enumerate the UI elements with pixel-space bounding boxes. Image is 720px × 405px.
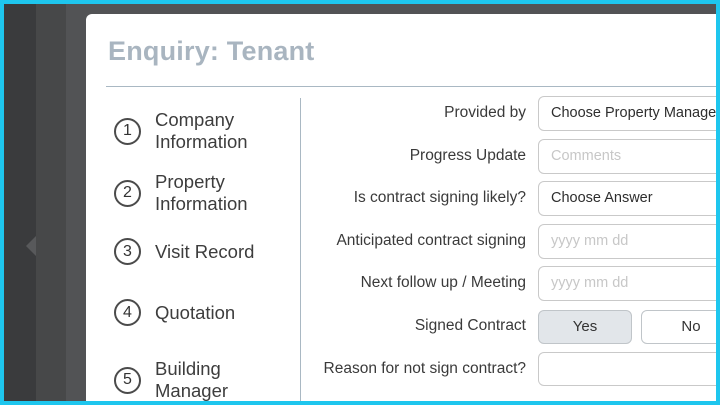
reason-not-signed-input[interactable] [538, 352, 716, 386]
signed-contract-no-button[interactable]: No [641, 310, 716, 344]
step-visit-record[interactable]: 3 Visit Record [114, 238, 275, 265]
background-column [4, 4, 36, 401]
contract-likely-select[interactable]: Choose Answer [538, 181, 716, 216]
signed-contract-label: Signed Contract [414, 317, 526, 334]
progress-update-label: Progress Update [409, 147, 526, 164]
step-quotation[interactable]: 4 Quotation [114, 299, 275, 326]
step-number-5-icon: 5 [114, 366, 141, 394]
anticipated-signing-label: Anticipated contract signing [336, 232, 526, 249]
steps-divider [300, 98, 301, 401]
progress-update-input[interactable]: Comments [538, 139, 716, 174]
step-building-manager[interactable]: 5 Building Manager [114, 358, 275, 401]
anticipated-signing-date-input[interactable]: yyyy mm dd [538, 224, 716, 259]
background-column [36, 4, 66, 401]
step-label: Property Information [155, 171, 248, 214]
app-frame: Enquiry: Tenant 1 Company Information 2 … [4, 4, 716, 401]
step-company-information[interactable]: 1 Company Information [114, 109, 275, 153]
page-title: Enquiry: Tenant [108, 36, 315, 66]
signed-contract-yes-button[interactable]: Yes [538, 310, 632, 344]
title-divider [106, 86, 716, 87]
provided-by-select[interactable]: Choose Property Manager ( [538, 96, 716, 131]
provided-by-label: Provided by [444, 104, 526, 121]
step-number-3-icon: 3 [114, 238, 141, 265]
step-label: Visit Record [155, 240, 255, 262]
step-number-4-icon: 4 [114, 299, 141, 326]
contract-likely-label: Is contract signing likely? [353, 189, 526, 206]
next-follow-up-date-input[interactable]: yyyy mm dd [538, 266, 716, 301]
step-property-information[interactable]: 2 Property Information [114, 171, 275, 215]
step-number-2-icon: 2 [114, 179, 141, 207]
reason-not-signed-label: Reason for not sign contract? [323, 360, 526, 377]
next-follow-up-label: Next follow up / Meeting [360, 274, 526, 291]
step-number-1-icon: 1 [114, 117, 141, 145]
step-label: Quotation [155, 301, 236, 323]
step-label: Company Information [155, 109, 248, 152]
enquiry-form-panel: Enquiry: Tenant 1 Company Information 2 … [86, 14, 716, 401]
collapse-arrow-icon[interactable] [26, 236, 36, 256]
step-label: Building Manager [155, 358, 229, 401]
